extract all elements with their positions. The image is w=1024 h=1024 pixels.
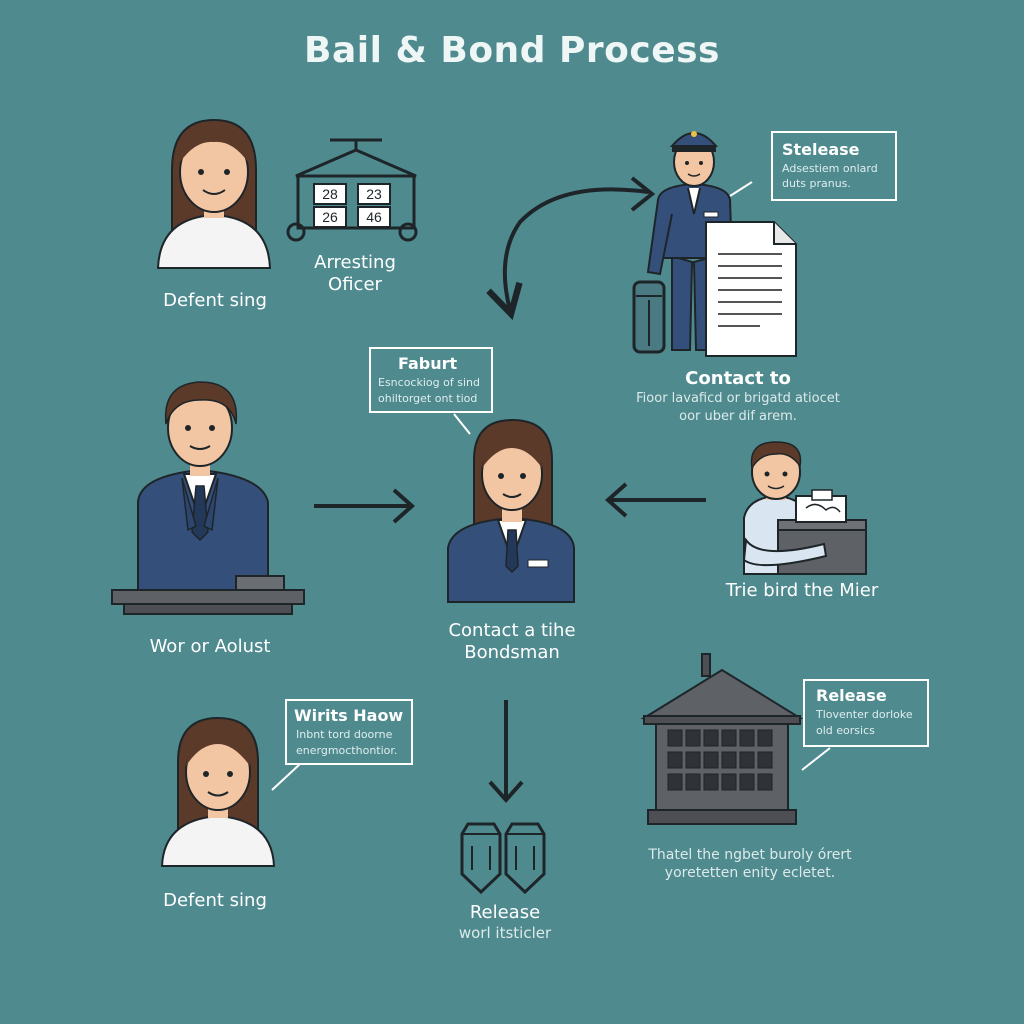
- contact-to-desc-1: Fioor lavaficd or brigatd atiocet: [636, 391, 840, 406]
- label-arresting-2: Oficer: [328, 274, 382, 295]
- callout-stelease-box: [771, 131, 897, 201]
- label-defendant-top: Defent sing: [163, 290, 267, 311]
- bondsman-figure: [447, 418, 575, 603]
- callout-release-line1: Tloventer dorloke: [816, 708, 913, 721]
- label-release-bottom-1: Release: [469, 902, 541, 923]
- callout-stelease-line2: duts pranus.: [782, 177, 851, 190]
- arrow-left-head: [604, 482, 628, 518]
- label-bondsman-1: Contact a tihe: [448, 620, 576, 641]
- mier-figure: [742, 441, 867, 575]
- label-mier: Trie bird the Mier: [725, 580, 879, 601]
- card-number: 46: [366, 209, 382, 225]
- arrow-down-head: [488, 780, 524, 804]
- label-worker: Wor or Aolust: [149, 636, 271, 657]
- defendant-top-figure: [156, 118, 272, 269]
- callout-release-title: Release: [816, 686, 887, 705]
- callout-faburt-pointer: [453, 413, 471, 435]
- document-icon: [705, 221, 797, 357]
- card-number: 23: [366, 186, 382, 202]
- callout-faburt-line1: Esncockiog of sind: [378, 376, 480, 389]
- defendant-bottom-figure: [160, 716, 276, 867]
- callout-stelease-line1: Adsestiem onlard: [782, 162, 878, 175]
- label-defendant-bottom: Defent sing: [163, 890, 267, 911]
- callout-wirits-line1: Inbnt tord doorne: [296, 728, 393, 741]
- callout-wirits-line2: energmocthontior.: [296, 744, 398, 757]
- callout-release-pointer: [801, 747, 831, 771]
- arrow-right-head: [392, 488, 416, 524]
- callout-wirits-pointer: [271, 763, 301, 791]
- worker-figure: [111, 381, 305, 615]
- scale-icon: 28 23 26 46: [286, 138, 418, 242]
- curved-arrow-head-top: [630, 176, 656, 212]
- callout-faburt-title: Faburt: [398, 354, 458, 373]
- callout-release-box: [803, 679, 929, 747]
- card-number: 26: [322, 209, 338, 225]
- callout-release-line2: old eorsics: [816, 724, 875, 737]
- jail-note-2: yoretetten enity ecletet.: [664, 865, 836, 881]
- page-title: Bail & Bond Process: [304, 30, 720, 71]
- callout-stelease-title: Stelease: [782, 140, 860, 159]
- card-number: 28: [322, 186, 338, 202]
- label-arresting-1: Arresting: [314, 252, 396, 273]
- label-release-bottom-2: worl itsticler: [458, 924, 552, 942]
- callout-wirits-title: Wirits Haow: [294, 706, 404, 725]
- callout-wirits-box: [285, 699, 413, 765]
- building-icon: [640, 653, 804, 825]
- callout-faburt-box: [369, 347, 493, 413]
- contact-to-desc-2: oor uber dif arem.: [679, 409, 797, 424]
- callout-faburt-line2: ohiltorget ont tiod: [378, 392, 478, 405]
- curved-arrow: [486, 187, 649, 321]
- jail-note-1: Thatel the ngbet buroly órert: [648, 847, 852, 863]
- callout-stelease-pointer: [729, 181, 753, 197]
- label-bondsman-2: Bondsman: [464, 642, 560, 663]
- bond-tokens-icon: [460, 822, 546, 895]
- label-contact-to: Contact to: [685, 368, 791, 389]
